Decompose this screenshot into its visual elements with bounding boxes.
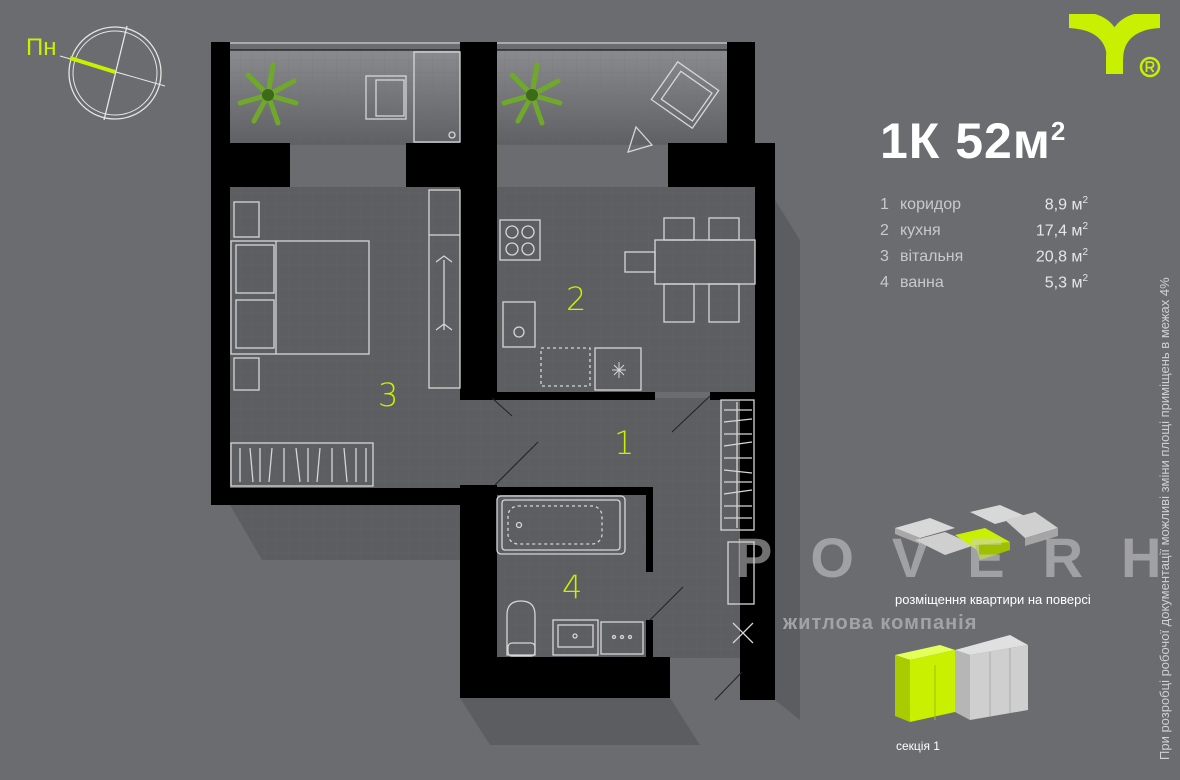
title-sup: 2 [1050, 116, 1067, 146]
plant-right [501, 62, 563, 126]
legend-name: коридор [900, 196, 962, 213]
nightstand-top [233, 201, 260, 238]
legend-area: 8,9 м2 [1044, 195, 1088, 214]
disclaimer-text: При розробці робочої документації можлив… [1157, 277, 1172, 760]
hall-cabinet [727, 541, 755, 605]
armchair-left [365, 75, 407, 120]
dining-table [624, 217, 756, 323]
shoe-rack [720, 399, 755, 531]
floor-location-map [895, 505, 1058, 560]
toilet [506, 600, 536, 657]
door-swings [491, 395, 743, 701]
armchair-right [650, 60, 720, 130]
legend-row: 3 вітальня 20,8 м2 [880, 244, 1088, 270]
nightstand-bottom [233, 357, 260, 391]
balcony-rails [230, 42, 727, 51]
fridge [594, 347, 642, 391]
room-number-1: 1 [614, 424, 635, 462]
legend-name: ванна [900, 274, 944, 291]
legend-num: 1 [880, 196, 889, 213]
room-number-4: 4 [562, 568, 583, 606]
brand-subtitle: житлова компанія [783, 612, 978, 634]
legend-area: 17,4 м2 [1035, 221, 1088, 240]
washing-machine [600, 621, 644, 655]
stove [499, 219, 541, 261]
legend-area: 5,3 м2 [1044, 273, 1088, 292]
legend-row: 4 ванна 5,3 м2 [880, 270, 1088, 296]
balcony-cabinet [413, 51, 461, 143]
bathtub [496, 495, 626, 555]
compass-north-label: Пн [26, 34, 57, 61]
walls [211, 42, 775, 700]
legend-name: вітальня [900, 248, 964, 265]
section-caption: секція 1 [896, 739, 940, 753]
sink [502, 301, 536, 348]
room-number-2: 2 [566, 280, 587, 318]
plant-left [237, 62, 299, 126]
warning-sign [627, 125, 654, 153]
bed [230, 240, 370, 355]
furniture [230, 51, 756, 657]
legend-num: 3 [880, 248, 889, 265]
legend-num: 4 [880, 274, 889, 291]
floor-location-caption: розміщення квартири на поверсі [895, 592, 1091, 607]
legend-num: 2 [880, 222, 889, 239]
legend-name: кухня [900, 222, 941, 239]
radiator [230, 442, 374, 487]
wardrobe [428, 189, 461, 389]
legend-row: 2 кухня 17,4 м2 [880, 218, 1088, 244]
room-number-3: 3 [378, 376, 399, 414]
vent-icon [732, 622, 754, 644]
compass-icon [59, 25, 166, 121]
legend-area: 20,8 м2 [1035, 247, 1088, 266]
brand-logo [1069, 14, 1161, 78]
registered-mark-icon [1145, 61, 1155, 73]
apartment-title: 1К 52м2 [880, 112, 1066, 170]
section-map [895, 635, 1028, 722]
brand-watermark: POVERH [735, 526, 1180, 589]
room-legend: 1 коридор 8,9 м2 2 кухня 17,4 м2 3 вітальня 20… [880, 192, 1088, 296]
washbasin [552, 619, 599, 656]
legend-row: 1 коридор 8,9 м2 [880, 192, 1088, 218]
title-text: 1К 52м [880, 113, 1051, 169]
